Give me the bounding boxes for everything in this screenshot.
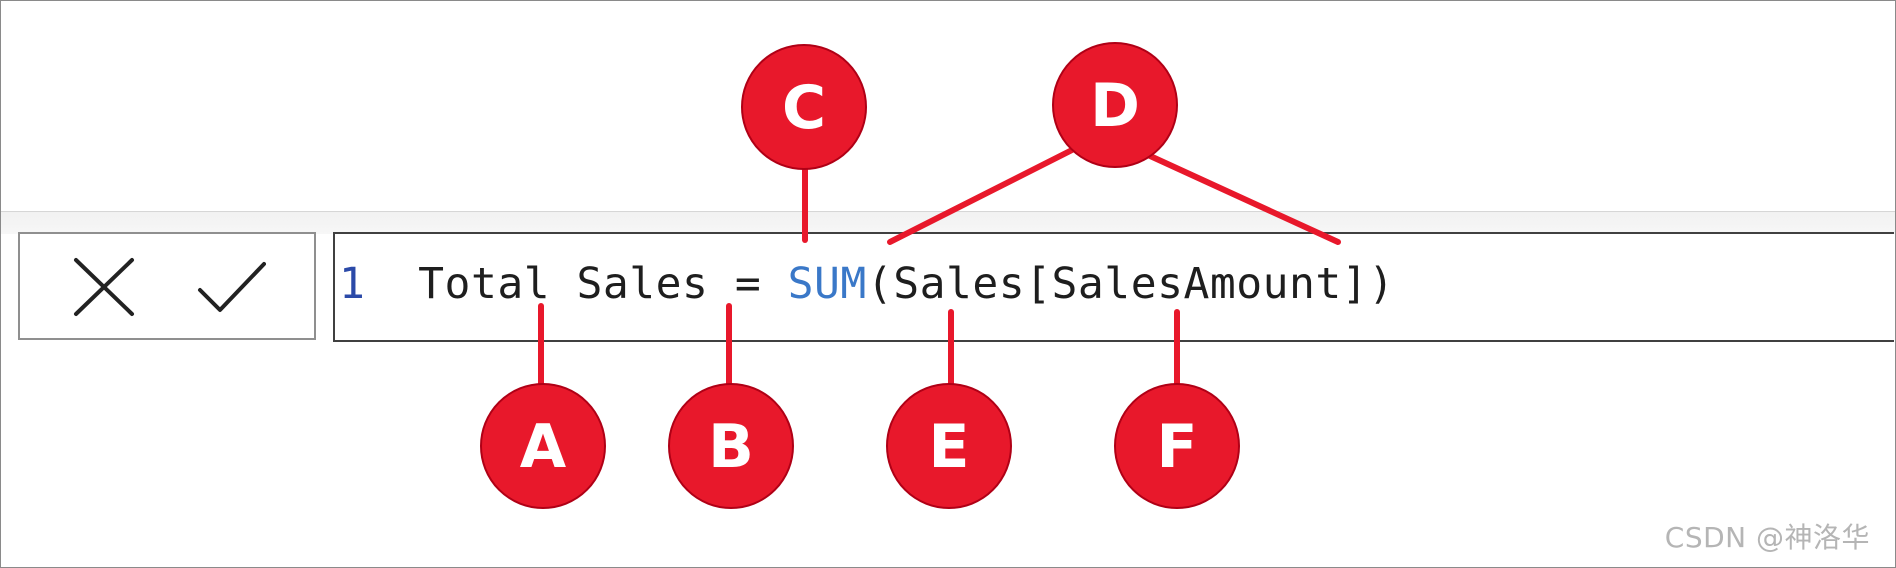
assignment-operator: = xyxy=(734,259,762,309)
cancel-button[interactable] xyxy=(68,254,138,320)
formula-bar-background xyxy=(1,211,1895,234)
commit-button[interactable] xyxy=(196,254,266,320)
marker-f-label: F xyxy=(1157,412,1198,482)
function-name: SUM xyxy=(787,259,867,309)
close-paren: ) xyxy=(1368,259,1395,309)
close-icon xyxy=(74,258,134,316)
table-name: Sales xyxy=(893,259,1026,309)
marker-d-circle xyxy=(1052,42,1178,168)
measure-name: Total Sales xyxy=(418,259,709,309)
marker-c-circle xyxy=(741,44,867,170)
marker-a: A xyxy=(480,383,606,509)
code-line: 1 Total Sales = SUM(Sales[SalesAmount]) xyxy=(339,254,1395,314)
marker-f: F xyxy=(1114,383,1240,509)
open-paren: ( xyxy=(866,259,894,309)
column-reference: [SalesAmount] xyxy=(1025,259,1369,309)
marker-b: B xyxy=(668,383,794,509)
watermark: CSDN @神洛华 xyxy=(1664,521,1870,554)
marker-d-label: D xyxy=(1090,71,1140,141)
marker-b-label: B xyxy=(708,412,754,482)
marker-e-circle xyxy=(886,383,1012,509)
marker-e-label: E xyxy=(929,412,970,482)
marker-a-circle xyxy=(480,383,606,509)
checkmark-icon xyxy=(198,262,266,312)
marker-b-circle xyxy=(668,383,794,509)
marker-d: D xyxy=(1052,42,1178,168)
marker-e: E xyxy=(886,383,1012,509)
marker-c-label: C xyxy=(782,73,826,143)
formula-editor[interactable]: 1 Total Sales = SUM(Sales[SalesAmount]) xyxy=(333,232,1894,342)
formula-commands xyxy=(18,232,316,340)
marker-c: C xyxy=(741,44,867,170)
marker-f-circle xyxy=(1114,383,1240,509)
line-number: 1 xyxy=(339,259,366,309)
marker-a-label: A xyxy=(520,412,567,482)
